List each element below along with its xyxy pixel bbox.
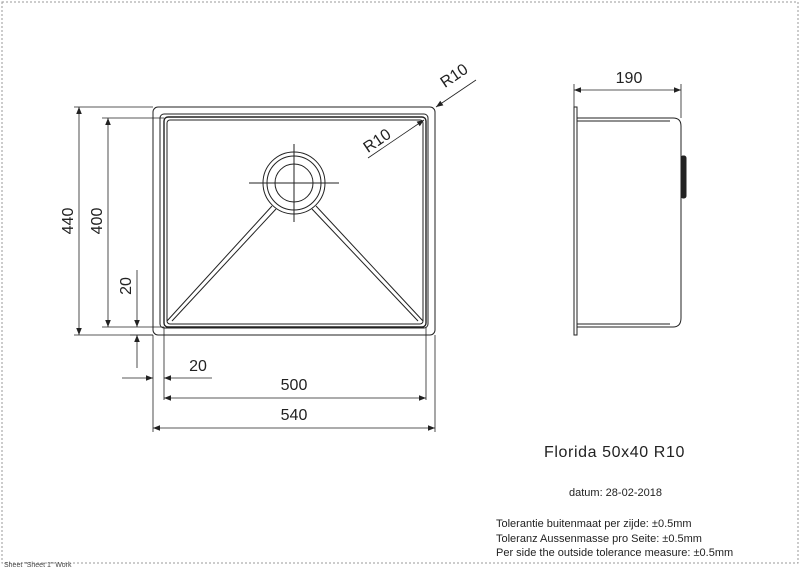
sink-outer-outline bbox=[152, 106, 436, 336]
tolerance-note-english: Per side the outside tolerance measure: … bbox=[496, 547, 734, 559]
side-drain-stub bbox=[680, 155, 687, 199]
tolerance-note-dutch: Tolerantie buitenmaat per zijde: ±0.5mm bbox=[496, 518, 692, 530]
sink-bowl-inner bbox=[166, 119, 424, 325]
drain-slope-line bbox=[311, 208, 419, 322]
drain-slope-line bbox=[171, 208, 277, 322]
side-flange-left bbox=[573, 106, 578, 336]
sink-bowl-outer bbox=[163, 116, 427, 328]
tolerance-note-german: Toleranz Aussenmasse pro Seite: ±0.5mm bbox=[496, 533, 702, 545]
dim-label-440: 440 bbox=[60, 208, 77, 235]
sheet-label: Sheet "Sheet 1" Work bbox=[4, 562, 72, 569]
drain-slope-line bbox=[315, 205, 424, 322]
side-body-outline bbox=[577, 117, 682, 328]
dim-label-20-horizontal: 20 bbox=[189, 358, 207, 375]
sink-side-view bbox=[573, 106, 687, 336]
drain-slope-line bbox=[166, 205, 273, 322]
outer-radius-leader bbox=[435, 79, 477, 108]
drawing-date: datum: 28-02-2018 bbox=[569, 487, 662, 499]
sink-flange-line bbox=[159, 113, 429, 329]
dim-label-20-vertical: 20 bbox=[118, 277, 135, 295]
model-title: Florida 50x40 R10 bbox=[544, 444, 685, 461]
sink-top-view bbox=[152, 106, 436, 336]
dim-label-190: 190 bbox=[616, 70, 643, 87]
dim-label-540: 540 bbox=[281, 407, 308, 424]
dim-label-400: 400 bbox=[89, 208, 106, 235]
dim-label-500: 500 bbox=[281, 377, 308, 394]
inner-radius-leader bbox=[367, 119, 425, 159]
